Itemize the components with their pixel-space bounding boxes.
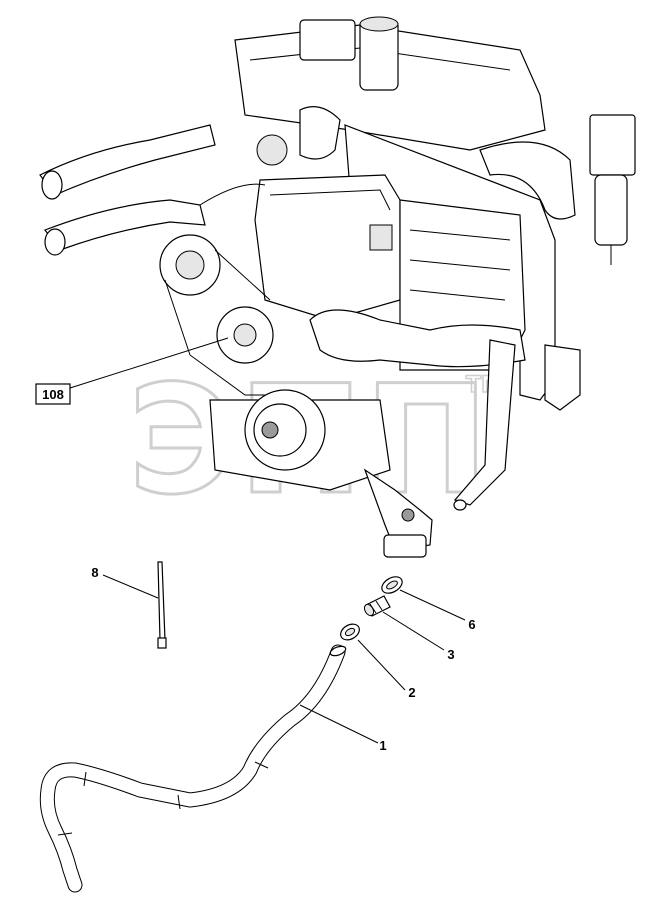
hose-clamp-6: [381, 576, 403, 594]
drain-fitting-bracket: [363, 468, 433, 551]
cable-tie: [157, 561, 167, 649]
callout-3: 3: [447, 647, 454, 662]
intake-pipe: [309, 309, 526, 368]
filter-bracket: [589, 114, 636, 176]
fuel-filter: [594, 174, 628, 246]
hose-clamp-2: [340, 623, 360, 641]
hose-nipple-3: [363, 595, 391, 617]
leader-lines: [69, 337, 466, 744]
loose-parts: [39, 561, 403, 893]
callout-108-box: [35, 383, 71, 405]
callout-8: 8: [91, 565, 98, 580]
callout-2: 2: [408, 685, 415, 700]
engine-mount-right: [544, 344, 581, 411]
callout-labels: 108 8 6 3 2 1: [35, 383, 476, 753]
breather-pipe-upper: [453, 339, 516, 506]
engine-assembly: [39, 16, 636, 558]
callout-108: 108: [42, 387, 64, 402]
lower-coolant-hose: [44, 199, 206, 251]
drain-hose: [39, 644, 347, 893]
callout-1: 1: [379, 738, 386, 753]
drain-fitting: [383, 534, 427, 558]
upper-coolant-hose: [39, 124, 216, 196]
valve-cover: [254, 174, 401, 321]
turbocharger: [299, 106, 341, 160]
intake-elbow: [479, 141, 576, 220]
callout-6: 6: [468, 617, 475, 632]
